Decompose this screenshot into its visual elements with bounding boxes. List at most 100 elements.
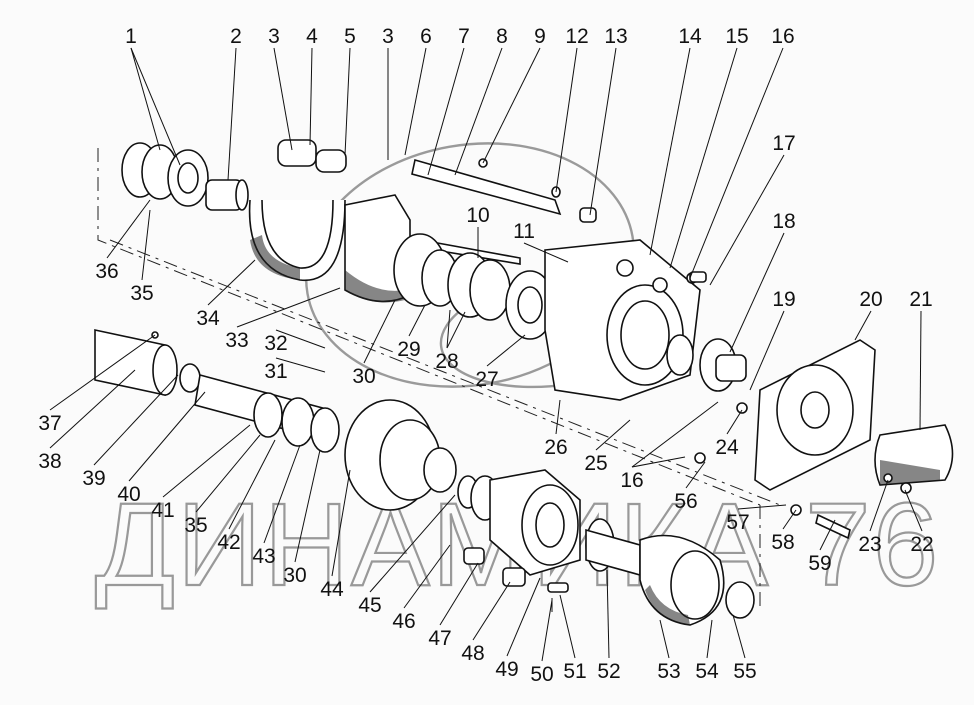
callout-label-15: 15 (725, 25, 748, 48)
leader-line-11 (523, 242, 569, 263)
leader-line-14 (649, 47, 691, 256)
drum-part-44 (344, 399, 457, 511)
leader-line-32 (275, 329, 326, 349)
callout-label-37: 37 (38, 412, 61, 435)
leader-line-26 (555, 399, 561, 435)
callout-label-13: 13 (604, 25, 627, 48)
callout-label-3b: 3 (382, 25, 394, 48)
leader-line-7 (427, 47, 465, 176)
leader-line-33 (236, 287, 341, 328)
leader-line-27 (486, 334, 526, 367)
leader-line-22 (904, 489, 923, 532)
callout-label-9: 9 (534, 25, 546, 48)
gear-shaft-part-52 (585, 518, 641, 577)
callout-label-39: 39 (82, 467, 105, 490)
carrier-part-49 (489, 469, 581, 576)
leader-line-59 (819, 519, 836, 551)
callout-label-56: 56 (674, 490, 697, 513)
callout-label-3a: 3 (268, 25, 280, 48)
callout-label-59: 59 (808, 552, 831, 575)
leader-line-20 (854, 310, 872, 341)
leader-line-44 (331, 469, 351, 577)
leader-line-28-2 (446, 311, 466, 349)
needle-bearing-part-47 (463, 547, 485, 565)
callout-label-54: 54 (695, 660, 719, 683)
bell-housing-part-53 (639, 534, 755, 626)
callout-label-18: 18 (772, 210, 795, 233)
leader-line-28-1 (446, 309, 451, 349)
leader-line-58 (782, 509, 797, 530)
leader-line-6 (404, 47, 427, 156)
leader-line-16b-1 (631, 456, 686, 468)
callout-label-36: 36 (95, 260, 118, 283)
leader-line-53 (659, 619, 670, 659)
bearings-part-41 (253, 392, 340, 453)
callout-label-8: 8 (496, 25, 508, 48)
callout-label-14: 14 (678, 25, 702, 48)
leader-line-8 (454, 47, 503, 176)
leader-line-2 (227, 47, 237, 181)
leader-line-15 (669, 47, 738, 269)
callout-label-44: 44 (320, 578, 344, 601)
leader-line-35a (141, 209, 151, 281)
leader-line-41 (162, 424, 251, 498)
callout-label-47: 47 (428, 627, 451, 650)
leader-line-52 (606, 569, 610, 659)
callout-label-31: 31 (264, 360, 287, 383)
callout-label-12: 12 (565, 25, 588, 48)
callout-label-16b: 16 (620, 469, 643, 492)
bearing-part-1 (121, 142, 209, 207)
callout-label-35a: 35 (130, 282, 153, 305)
small-fasteners (686, 271, 912, 540)
leader-line-48 (472, 581, 511, 641)
callout-label-25: 25 (584, 452, 607, 475)
leader-line-49 (506, 577, 541, 657)
leader-line-35b (195, 434, 261, 513)
leader-line-4 (309, 47, 313, 146)
leader-line-31 (275, 357, 326, 373)
gear-assembly-part-29 (393, 233, 511, 321)
leader-line-34 (207, 259, 256, 306)
callout-label-35b: 35 (184, 514, 207, 537)
leader-line-1-2 (130, 47, 181, 166)
leader-line-39 (93, 374, 179, 466)
callout-label-7: 7 (458, 25, 470, 48)
callout-label-51: 51 (563, 660, 586, 683)
callout-label-41: 41 (151, 499, 174, 522)
leader-line-56 (685, 461, 706, 489)
callout-label-53: 53 (657, 660, 680, 683)
callout-label-6: 6 (420, 25, 432, 48)
axis-lines (97, 148, 781, 610)
leader-line-55 (732, 614, 746, 659)
leader-line-42 (228, 439, 276, 530)
coupling-part-37 (94, 329, 178, 396)
callout-label-11: 11 (513, 220, 535, 243)
leader-line-57 (737, 504, 787, 510)
leader-line-24 (726, 409, 743, 435)
callout-label-30a: 30 (352, 365, 375, 388)
cover-part-21 (874, 424, 954, 486)
callout-label-4: 4 (306, 25, 318, 48)
callout-label-28: 28 (435, 350, 458, 373)
callout-label-49: 49 (495, 658, 518, 681)
callout-label-20: 20 (859, 288, 882, 311)
gear-part-48 (502, 567, 526, 587)
leader-line-16a (689, 47, 784, 279)
leader-line-30a (363, 299, 396, 364)
callout-label-48: 48 (461, 642, 484, 665)
callout-label-30b: 30 (283, 564, 306, 587)
leader-line-23 (869, 479, 889, 532)
leader-line-13 (589, 47, 617, 216)
leader-line-19 (749, 310, 785, 391)
callout-label-57: 57 (726, 511, 749, 534)
callout-label-42: 42 (217, 531, 240, 554)
leader-line-38 (49, 369, 136, 449)
callout-label-50: 50 (530, 663, 553, 686)
callout-label-10: 10 (466, 204, 489, 227)
callout-label-1: 1 (125, 25, 137, 48)
shaft-part-8 (411, 158, 597, 223)
callout-label-58: 58 (771, 531, 794, 554)
callout-label-46: 46 (392, 610, 415, 633)
